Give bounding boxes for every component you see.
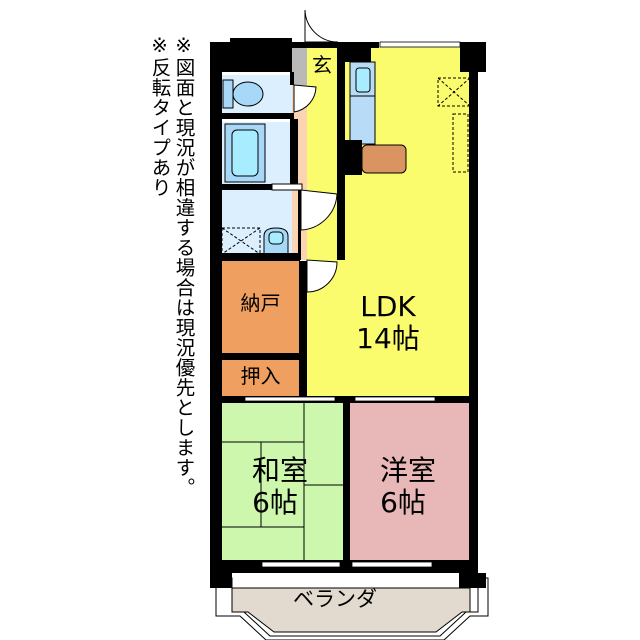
western-room-name: 洋室 [379, 454, 436, 487]
storage-floor [222, 261, 299, 353]
western-room-size: 6帖 [380, 486, 426, 519]
japanese-room-size: 6帖 [252, 486, 298, 519]
kitchen-sink [355, 67, 371, 93]
japanese-room-floor [222, 403, 343, 560]
disclaimer-note: ※図面と現況が相違する場合は現況優先とします。 [172, 34, 195, 498]
reversed-type-note: ※反転タイプあり [148, 34, 171, 198]
japanese-room-name: 和室 [251, 454, 308, 487]
closet-floor [222, 360, 299, 396]
dining-table [361, 144, 407, 174]
tatami-lines [222, 403, 343, 560]
doors[interactable] [271, 9, 339, 293]
ldk-room-name: LDK [360, 290, 416, 323]
balcony-label: ベランダ [293, 587, 377, 611]
toilet-tank [222, 79, 234, 109]
ceiling-vent [452, 113, 469, 173]
western-room-floor [350, 403, 471, 560]
entrance-label: 玄 [312, 53, 332, 77]
bathtub-basin [231, 129, 259, 177]
windows [244, 41, 461, 568]
toilet-bowl [232, 81, 264, 107]
ldk-room-size: 14帖 [356, 322, 420, 355]
storage-label: 納戸 [240, 291, 281, 315]
ldk-floor [307, 47, 469, 396]
closet-label: 押入 [240, 364, 281, 388]
